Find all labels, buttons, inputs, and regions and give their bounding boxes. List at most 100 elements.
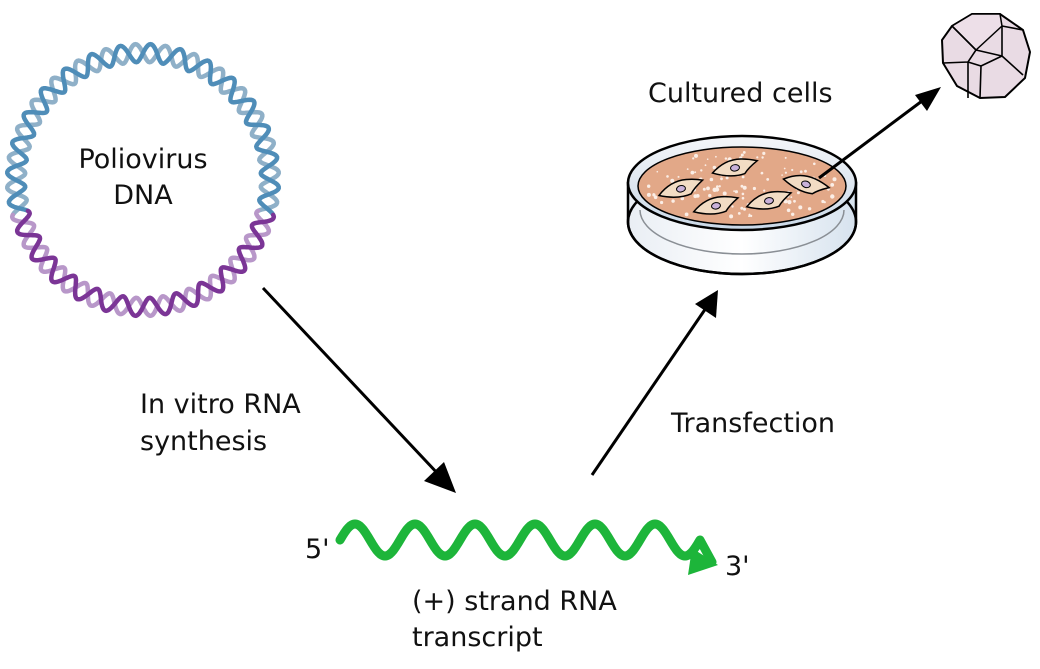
speckle bbox=[715, 155, 717, 158]
speckle bbox=[830, 194, 835, 199]
speckle bbox=[720, 177, 723, 181]
speckle bbox=[684, 212, 689, 217]
arrowhead-icon bbox=[424, 462, 456, 493]
speckle bbox=[796, 191, 800, 195]
speckle bbox=[716, 185, 719, 188]
speckle bbox=[763, 189, 766, 192]
speckle bbox=[761, 156, 764, 159]
speckle bbox=[670, 178, 675, 183]
speckle bbox=[762, 151, 766, 155]
speckle bbox=[647, 184, 651, 188]
speckle bbox=[653, 195, 658, 200]
arrowhead-icon bbox=[915, 87, 941, 111]
speckle bbox=[690, 170, 695, 175]
rna-label-line2: transcript bbox=[412, 622, 543, 653]
cell bbox=[711, 158, 759, 177]
speckle bbox=[680, 196, 685, 201]
speckle bbox=[700, 169, 703, 172]
speckle bbox=[742, 185, 747, 190]
speckle bbox=[718, 185, 721, 188]
nucleus bbox=[730, 164, 740, 172]
poliovirus-virion-icon bbox=[940, 13, 1032, 100]
cell bbox=[782, 174, 831, 195]
speckle bbox=[737, 212, 741, 215]
speckle bbox=[740, 153, 744, 157]
speckle bbox=[742, 151, 746, 154]
speckle bbox=[748, 215, 751, 218]
speckle bbox=[823, 201, 826, 204]
speckle bbox=[693, 194, 698, 199]
speckle bbox=[708, 193, 712, 198]
speckle bbox=[741, 175, 745, 179]
speckle bbox=[832, 177, 837, 182]
nucleus bbox=[711, 202, 721, 210]
speckle bbox=[666, 175, 669, 178]
speckle bbox=[731, 205, 734, 208]
cultured-cells-label: Cultured cells bbox=[648, 78, 833, 109]
speckle bbox=[733, 190, 735, 193]
speckle bbox=[749, 214, 753, 218]
cell bbox=[745, 190, 793, 210]
speckle bbox=[740, 184, 744, 188]
dna-label-line1: Poliovirus bbox=[78, 144, 207, 175]
step-label-rna-synthesis-line2: synthesis bbox=[140, 426, 267, 457]
speckle bbox=[791, 212, 795, 216]
arrow-rna-synthesis bbox=[261, 286, 456, 493]
speckle bbox=[743, 207, 746, 211]
speckle bbox=[783, 167, 786, 170]
speckle bbox=[660, 200, 664, 205]
rna-transcript bbox=[335, 519, 718, 575]
speckle bbox=[781, 174, 783, 176]
nucleus bbox=[764, 197, 774, 205]
speckle bbox=[712, 165, 717, 170]
five-prime-label: 5' bbox=[305, 534, 330, 565]
speckle bbox=[752, 186, 757, 191]
step-label-rna-synthesis-line1: In vitro RNA bbox=[140, 389, 301, 420]
speckle bbox=[706, 158, 709, 160]
speckle bbox=[656, 170, 659, 173]
speckle bbox=[813, 162, 816, 166]
speckle bbox=[787, 200, 792, 205]
rna-arrowhead-icon bbox=[688, 548, 718, 575]
speckle bbox=[724, 157, 728, 160]
speckle bbox=[756, 156, 759, 159]
speckle bbox=[652, 193, 655, 195]
speckle bbox=[725, 176, 729, 180]
speckle bbox=[741, 192, 745, 196]
speckle bbox=[783, 199, 788, 204]
nucleus bbox=[801, 180, 811, 189]
arrow-virus-production bbox=[818, 87, 941, 180]
step-label-transfection: Transfection bbox=[670, 408, 835, 439]
speckle bbox=[760, 171, 764, 175]
nucleus bbox=[676, 185, 686, 193]
speckle bbox=[671, 199, 675, 203]
speckle bbox=[740, 206, 744, 210]
speckle bbox=[702, 187, 706, 191]
speckle bbox=[709, 177, 714, 182]
speckle bbox=[791, 168, 794, 172]
speckle bbox=[694, 171, 697, 174]
speckle bbox=[821, 199, 825, 204]
dna-strand bbox=[9, 208, 272, 319]
speckle bbox=[784, 156, 787, 159]
dna-strand bbox=[14, 208, 277, 319]
speckle bbox=[830, 183, 835, 187]
speckle bbox=[729, 214, 734, 219]
speckle bbox=[692, 157, 695, 160]
speckle bbox=[804, 169, 807, 173]
speckle bbox=[807, 207, 812, 211]
speckle bbox=[748, 213, 751, 216]
speckle bbox=[734, 190, 739, 194]
culture-dish bbox=[626, 134, 858, 276]
speckle bbox=[686, 168, 689, 171]
speckle bbox=[704, 164, 707, 167]
rna-label-line1: (+) strand RNA bbox=[412, 586, 617, 617]
cell bbox=[657, 178, 705, 198]
arrowhead-icon bbox=[695, 290, 718, 318]
dna-strand bbox=[5, 41, 281, 218]
poliovirus-dna-plasmid: Poliovirus DNA bbox=[5, 41, 281, 319]
dna-label-line2: DNA bbox=[113, 180, 173, 211]
cultured-cells-group bbox=[657, 158, 831, 215]
speckle bbox=[786, 208, 791, 213]
speckle bbox=[766, 178, 770, 181]
